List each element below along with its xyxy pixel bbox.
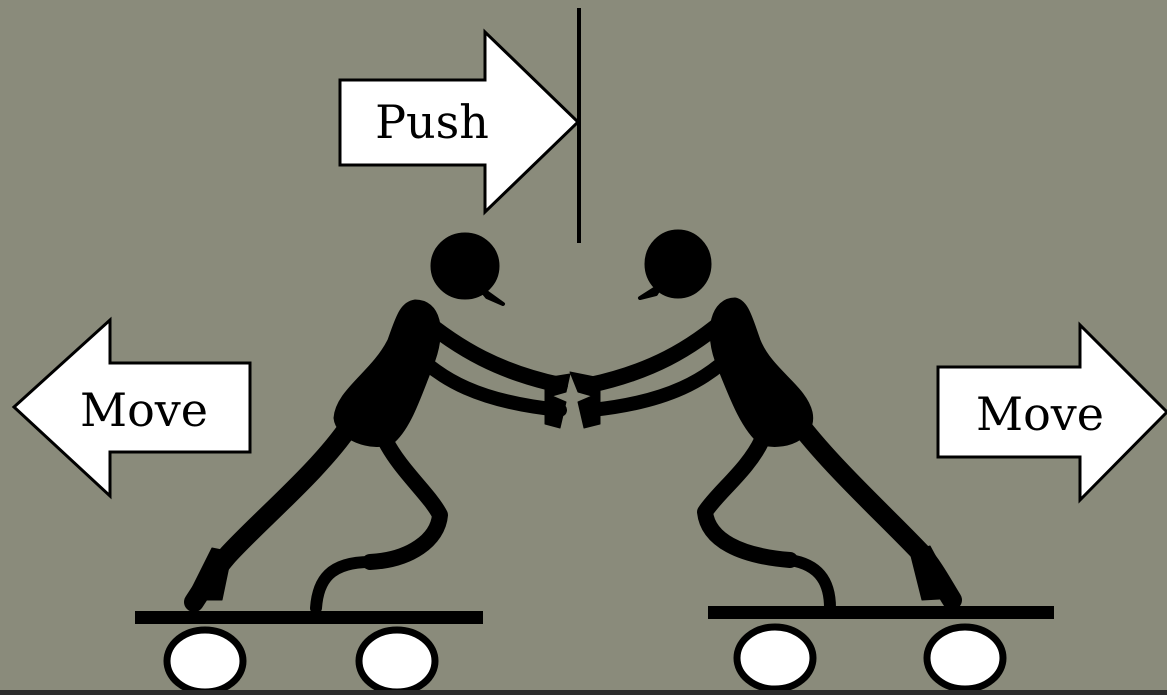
move-left-arrow: Move: [14, 320, 250, 496]
push-label: Push: [375, 95, 489, 149]
left-cart-wheel-front: [167, 630, 243, 692]
left-person-hand: [545, 374, 570, 428]
right-cart-board: [708, 606, 1054, 619]
push-arrow: Push: [340, 32, 578, 212]
right-person-cap: [640, 284, 662, 298]
left-cart-board: [135, 611, 483, 624]
move-right-label: Move: [976, 387, 1104, 441]
ground-line: [0, 690, 1167, 695]
left-person-back-foot: [186, 548, 232, 600]
move-left-label: Move: [80, 383, 208, 437]
left-person-head: [431, 233, 499, 299]
right-person-hand: [570, 372, 600, 428]
right-person-front-thigh: [705, 440, 790, 560]
right-cart-wheel-back: [927, 627, 1003, 689]
left-cart: [135, 611, 483, 692]
left-person-front-thigh: [370, 440, 440, 562]
left-person-front-shin: [316, 562, 370, 608]
move-right-arrow: Move: [938, 325, 1167, 500]
right-cart-wheel-front: [737, 627, 813, 689]
right-person: [570, 230, 958, 608]
right-cart: [708, 606, 1054, 689]
left-cart-wheel-back: [359, 630, 435, 692]
right-person-back-foot: [910, 546, 958, 600]
right-person-front-shin: [790, 560, 830, 608]
